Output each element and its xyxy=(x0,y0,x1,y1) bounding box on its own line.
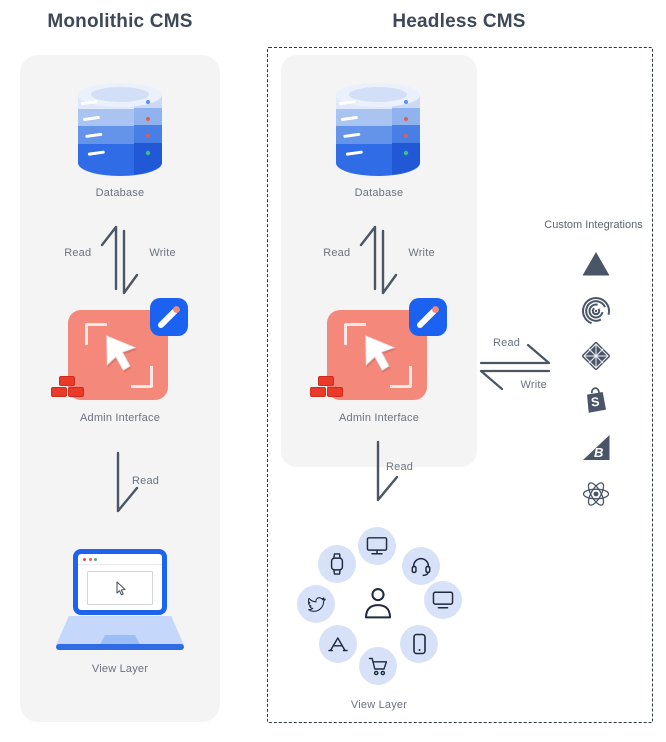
app-store-icon xyxy=(319,625,357,663)
bigcommerce-b-icon: B xyxy=(580,432,612,464)
corner-bracket-icon xyxy=(344,323,366,345)
corner-bracket-icon xyxy=(131,366,153,388)
svg-text:B: B xyxy=(594,445,603,460)
smartwatch-icon xyxy=(318,545,356,583)
database-icon xyxy=(72,81,168,181)
admin-interface-icon xyxy=(51,298,188,400)
left-right-arrow-icon xyxy=(479,343,551,391)
monolithic-title: Monolithic CMS xyxy=(47,11,193,32)
read-label: Read xyxy=(64,247,92,259)
read-down-label: Read xyxy=(386,461,414,473)
custom-integrations-label: Custom Integrations xyxy=(544,219,643,231)
desktop-monitor-icon xyxy=(358,527,396,565)
corner-bracket-icon xyxy=(390,366,412,388)
view-layer-label: View Layer xyxy=(350,699,408,711)
react-atom-icon xyxy=(580,478,612,510)
api-read-label: Read xyxy=(493,337,521,349)
monolithic-panel: Database Read Write Admin xyxy=(20,55,220,722)
database-label: Database xyxy=(95,187,145,199)
read-down-arrow-icon xyxy=(112,451,142,519)
api-read-write-arrows: Read Write xyxy=(479,337,551,391)
smartphone-icon xyxy=(400,625,438,663)
read-write-arrows: Read Write xyxy=(20,223,220,297)
headless-panel: Database Read Write xyxy=(267,47,653,723)
bricks-icon xyxy=(310,376,344,398)
database-label: Database xyxy=(354,187,404,199)
netlify-diamond-icon xyxy=(580,340,612,372)
headset-icon xyxy=(402,547,440,585)
read-down-label: Read xyxy=(132,475,160,487)
up-down-arrow-icon xyxy=(360,225,398,295)
integrations-column: S B xyxy=(580,248,612,510)
admin-interface-label: Admin Interface xyxy=(338,412,420,424)
person-icon xyxy=(359,583,397,623)
spiral-icon xyxy=(580,294,612,326)
read-label: Read xyxy=(323,247,351,259)
vercel-triangle-icon xyxy=(580,248,612,280)
write-label: Write xyxy=(149,247,176,259)
read-write-arrows: Read Write xyxy=(281,223,477,297)
edit-pencil-badge-icon xyxy=(409,298,447,336)
corner-bracket-icon xyxy=(85,323,107,345)
read-down-arrow-icon xyxy=(372,440,402,508)
admin-interface-label: Admin Interface xyxy=(79,412,161,424)
cursor-icon xyxy=(97,331,143,377)
view-layer-label: View Layer xyxy=(91,663,149,675)
bricks-icon xyxy=(51,376,85,398)
svg-text:S: S xyxy=(590,395,600,410)
laptop-icon xyxy=(56,549,184,650)
database-icon xyxy=(330,81,426,181)
headless-backend-panel: Database Read Write xyxy=(281,55,477,467)
tv-icon xyxy=(424,581,462,619)
edit-pencil-badge-icon xyxy=(150,298,188,336)
write-label: Write xyxy=(408,247,435,259)
shopping-cart-icon xyxy=(359,647,397,685)
admin-interface-icon xyxy=(310,298,447,400)
twitter-bird-icon xyxy=(297,585,335,623)
cursor-icon xyxy=(356,331,402,377)
shopify-bag-icon: S xyxy=(580,386,612,418)
browser-bar xyxy=(78,554,162,565)
headless-title: Headless CMS xyxy=(392,11,526,32)
api-write-label: Write xyxy=(520,379,547,391)
pointer-icon xyxy=(116,581,126,596)
up-down-arrow-icon xyxy=(101,225,139,295)
view-layer-ring xyxy=(296,523,462,687)
